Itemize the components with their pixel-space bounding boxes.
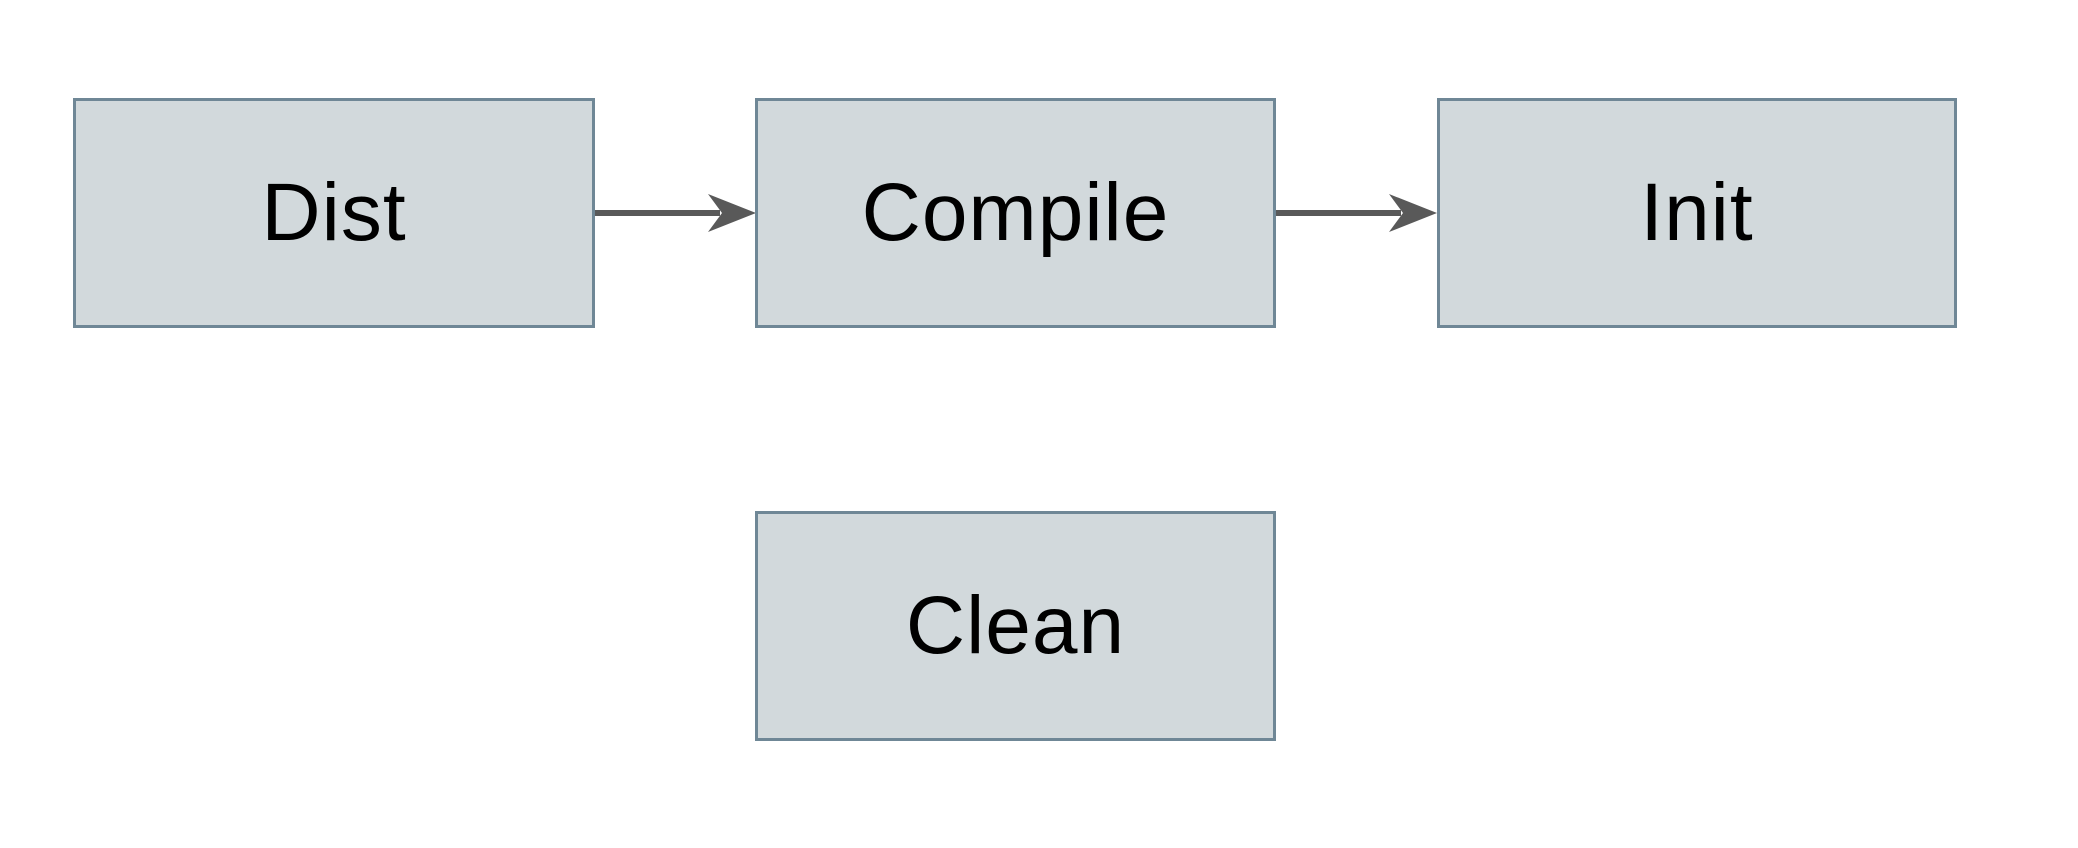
node-compile-label: Compile bbox=[861, 167, 1170, 258]
node-dist: Dist bbox=[73, 98, 595, 328]
arrow-compile-to-init-icon bbox=[1276, 194, 1437, 232]
node-clean: Clean bbox=[755, 511, 1276, 741]
node-compile: Compile bbox=[755, 98, 1276, 328]
node-init: Init bbox=[1437, 98, 1957, 328]
arrow-dist-to-compile-icon bbox=[595, 194, 756, 232]
node-dist-label: Dist bbox=[261, 167, 407, 258]
node-clean-label: Clean bbox=[905, 580, 1126, 671]
node-init-label: Init bbox=[1640, 167, 1754, 258]
